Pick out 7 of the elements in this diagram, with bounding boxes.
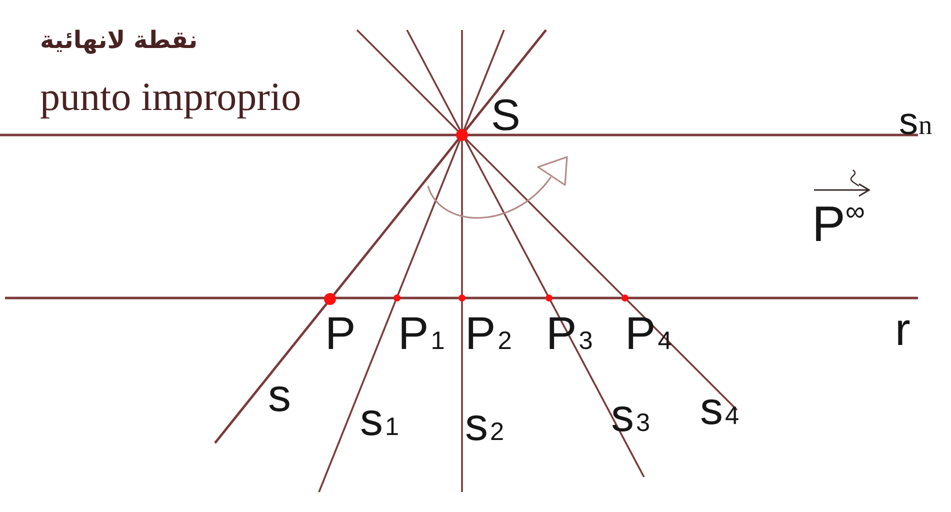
- point-label: S: [491, 94, 520, 138]
- annotation-text: punto improprio: [40, 77, 302, 118]
- line-label: s: [268, 372, 291, 418]
- line-label: r: [895, 306, 910, 352]
- point-label: P: [325, 310, 356, 356]
- annotation-text: نقطة لانهائية: [40, 28, 198, 52]
- point-label: P$^{∞}$: [812, 198, 865, 249]
